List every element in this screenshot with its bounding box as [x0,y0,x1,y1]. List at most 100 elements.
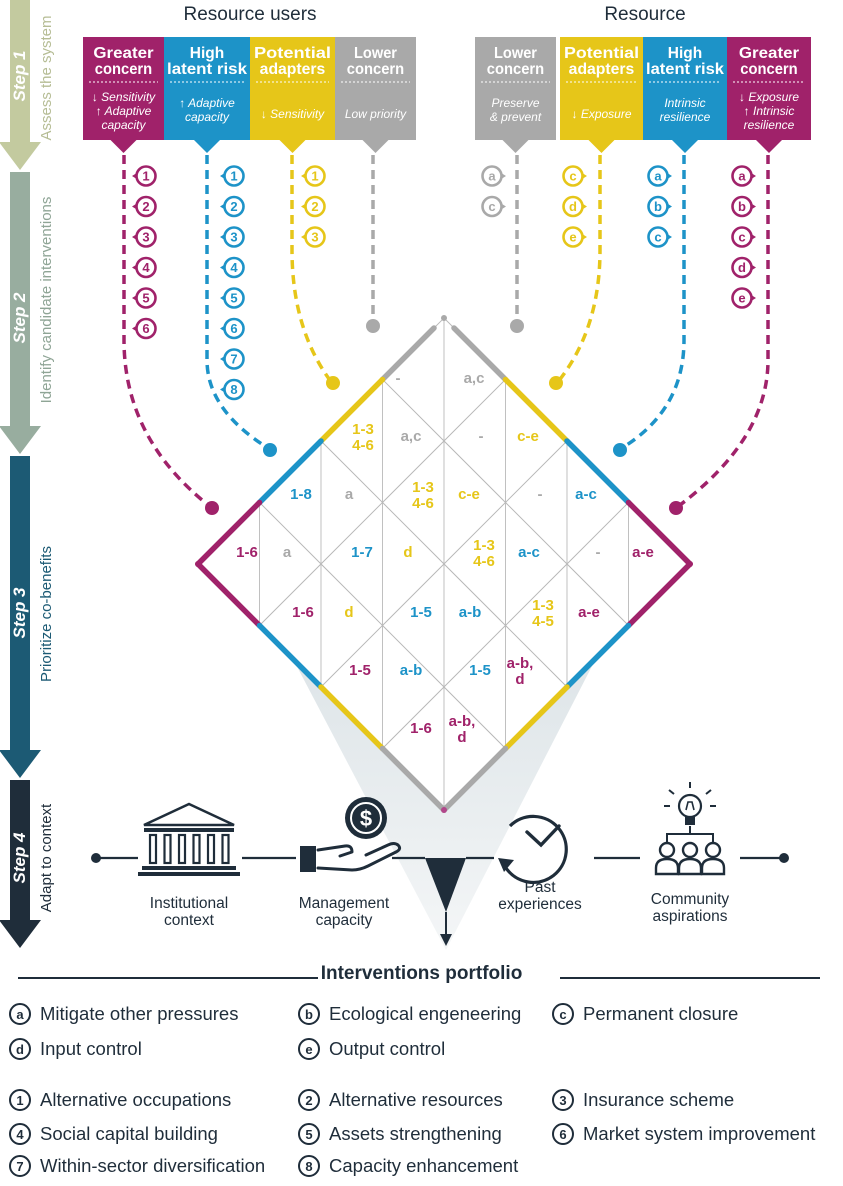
box-title: adapters [569,61,635,78]
matrix-edge-bottom-left [625,561,693,629]
chain-badge: 4 [132,256,157,279]
box-fill [164,37,250,140]
step-4-arrow [0,780,41,948]
legend-item: 7 Within-sector diversification [9,1155,265,1177]
chain-badge: 3 [301,226,326,248]
matrix-value-text: a,c [464,370,485,387]
badge-circle [647,226,669,248]
chain-badge: 1 [301,165,326,187]
matrix-value-text: 1-3 [412,479,434,496]
badge-circle [135,195,157,218]
box-line: resilience [660,110,711,124]
badge-label: a [654,169,662,184]
box-pointer [756,140,782,153]
matrix-value-text: 1-5 [410,604,432,621]
matrix-value: 1-6 [410,720,432,737]
matrix-value: 1-5 [410,604,432,621]
chain-badge: 5 [220,287,245,309]
legend-badge: d [9,1038,31,1060]
box-line: resilience [744,118,795,132]
matrix-value-text: a-e [578,604,600,621]
chain-badge: c [647,226,672,248]
column [177,833,187,865]
box-title: Potential [564,45,639,62]
matrix-value: 1-34-6 [352,421,374,454]
chain-user-yellow: 123 [301,165,326,248]
legend-badge: 7 [9,1155,31,1177]
matrix-value: - [479,428,484,445]
badge-circle [562,165,584,187]
step-3-label: Step 3 [10,587,29,639]
legend-badge: 5 [298,1123,320,1145]
box-line: Preserve [491,96,539,110]
matrix-value: 1-7 [351,544,373,561]
badge-label: 1 [230,169,237,184]
bulb [677,793,703,819]
institution-icon [138,802,240,876]
box-line: Intrinsic [664,96,705,110]
matrix-value: a,c [464,370,485,387]
box-title: Lower [494,45,537,62]
matrix-value-text: a-b, [507,655,534,672]
chain-badge: 5 [132,287,157,309]
matrix-value-text: - [596,544,601,561]
matrix-value: c-e [458,486,480,503]
matrix-value: 1-34-5 [532,597,554,630]
chain-badge: a [481,165,506,187]
matrix-value-text: a-b [459,604,482,621]
badge-label: 3 [311,230,318,245]
matrix-edge-bottom-left [441,745,509,813]
context-label: Past [524,879,556,896]
badge-circle [481,195,503,218]
badge-circle [223,165,245,187]
legend-badge: 4 [9,1123,31,1145]
corner-top [441,315,447,321]
matrix-value: 1-34-6 [473,537,495,570]
chain-badge: b [731,195,756,218]
matrix-value: 1-34-6 [412,479,434,512]
matrix-edge-right [564,438,632,506]
funnel-spout [425,858,466,912]
step [142,866,236,870]
badge-circle [135,317,157,340]
legend-label: Permanent closure [583,1003,739,1024]
resource-heading: Resource [604,4,685,25]
connector-dot [326,376,340,390]
box-pointer [588,140,615,153]
badge-circle [135,226,157,248]
badge-label: 6 [142,321,149,336]
hand [316,842,402,872]
connector-dot [549,376,563,390]
matrix-edge-bottom-right [318,684,386,752]
badge-label: 6 [230,321,237,336]
chain-badge: 1 [220,165,245,187]
box-line: ↓ Exposure [739,90,799,104]
box-line: capacity [101,118,146,132]
person-head [658,841,676,859]
chain-badge: 4 [220,256,245,279]
funnel-arrow-head [440,934,452,946]
connector-user-magenta [122,155,214,510]
column [221,833,230,865]
badge-circle [135,165,157,187]
chain-badge: c [562,165,587,187]
matrix-edge-bottom-right [195,561,263,629]
legend-badge: a [9,1003,31,1025]
box-fill [250,37,335,140]
matrix-value: a [283,544,292,561]
matrix-value-text: 1-5 [469,662,491,679]
matrix-value-text: a-b, [449,713,476,730]
badge-label: e [738,291,745,306]
matrix-value-text: 4-6 [352,437,374,454]
badge-label: 8 [230,382,237,397]
connector-res-magenta [674,155,770,510]
legend-label: Within-sector diversification [40,1155,266,1176]
box-title: High [668,45,702,62]
